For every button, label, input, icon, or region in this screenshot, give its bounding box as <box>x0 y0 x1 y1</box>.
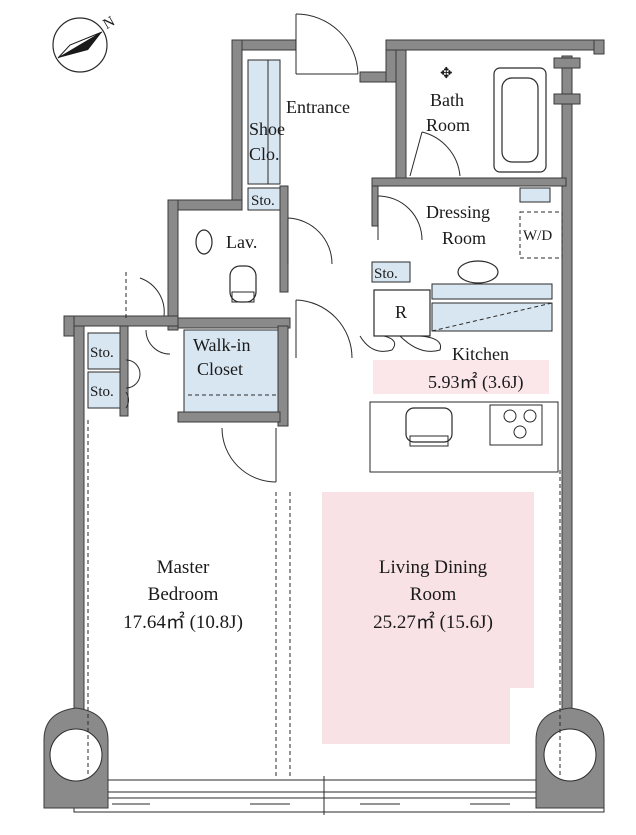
toilet-icon <box>229 265 257 303</box>
washbasin-icon <box>457 260 499 284</box>
master-bedroom-area: 17.64㎡ (10.8J) <box>123 610 243 633</box>
kitchen-area-label: 5.93㎡ (3.6J) <box>428 371 524 393</box>
bedroom-storage-fill-2 <box>87 371 121 409</box>
entrance-label: Entrance <box>286 97 350 117</box>
walk-in-closet-label-1: Walk-in <box>193 335 251 355</box>
bath-room-label-1: Bath <box>430 90 464 110</box>
washer-label: W/D <box>523 228 552 244</box>
refrigerator-box <box>373 289 431 337</box>
bedroom-storage-fill-1 <box>87 332 121 370</box>
dressing-room-label-2: Room <box>442 228 486 248</box>
kitchen-island <box>369 401 559 473</box>
toilet-tank <box>231 291 255 303</box>
refrigerator-label: R <box>395 302 407 322</box>
walk-in-closet-label-2: Closet <box>197 359 243 379</box>
master-bedroom-label-2: Bedroom <box>148 584 219 605</box>
walk-in-closet-fill <box>183 329 281 413</box>
dressing-storage-fill <box>371 261 411 283</box>
window-frame <box>73 776 605 815</box>
washer-box <box>519 211 563 259</box>
column-right <box>535 707 605 809</box>
doors <box>125 13 461 483</box>
kitchen-highlight <box>373 360 549 394</box>
living-dining-highlight-step <box>510 688 534 744</box>
dressing-storage-label: Sto. <box>374 266 398 282</box>
living-dining-label-1: Living Dining <box>379 557 488 578</box>
shoe-closet-fill-2 <box>267 59 281 185</box>
entrance-storage-label: Sto. <box>251 193 275 209</box>
living-dining-highlight <box>322 492 534 744</box>
kitchen-label: Kitchen <box>452 344 509 364</box>
living-dining-area: 25.27㎡ (15.6J) <box>373 610 493 633</box>
shoe-closet-label-1: Shoe <box>249 119 285 139</box>
dressing-shelf-fill <box>431 283 553 300</box>
cooktop-icon <box>489 404 543 446</box>
dressing-room-label-1: Dressing <box>426 202 490 222</box>
living-dining-label-2: Room <box>410 584 457 605</box>
sink-base <box>409 435 449 447</box>
bath-vent-fill <box>519 187 551 203</box>
lavatory-label: Lav. <box>226 232 257 252</box>
compass-icon <box>52 17 108 73</box>
sink-icon <box>405 407 453 443</box>
lav-sink-icon <box>195 229 213 255</box>
bedroom-storage-label-2: Sto. <box>90 384 114 400</box>
bedroom-storage-label-1: Sto. <box>90 345 114 361</box>
bath-faucet-icon: ✥ <box>440 66 453 82</box>
bath-room-label-2: Room <box>426 115 470 135</box>
shoe-closet-label-2: Clo. <box>249 144 280 164</box>
walls <box>63 39 605 747</box>
kitchen-counter-fill <box>431 302 553 332</box>
bathtub-inner <box>501 77 539 163</box>
master-bedroom-label-1: Master <box>157 557 210 578</box>
column-left <box>43 707 109 809</box>
